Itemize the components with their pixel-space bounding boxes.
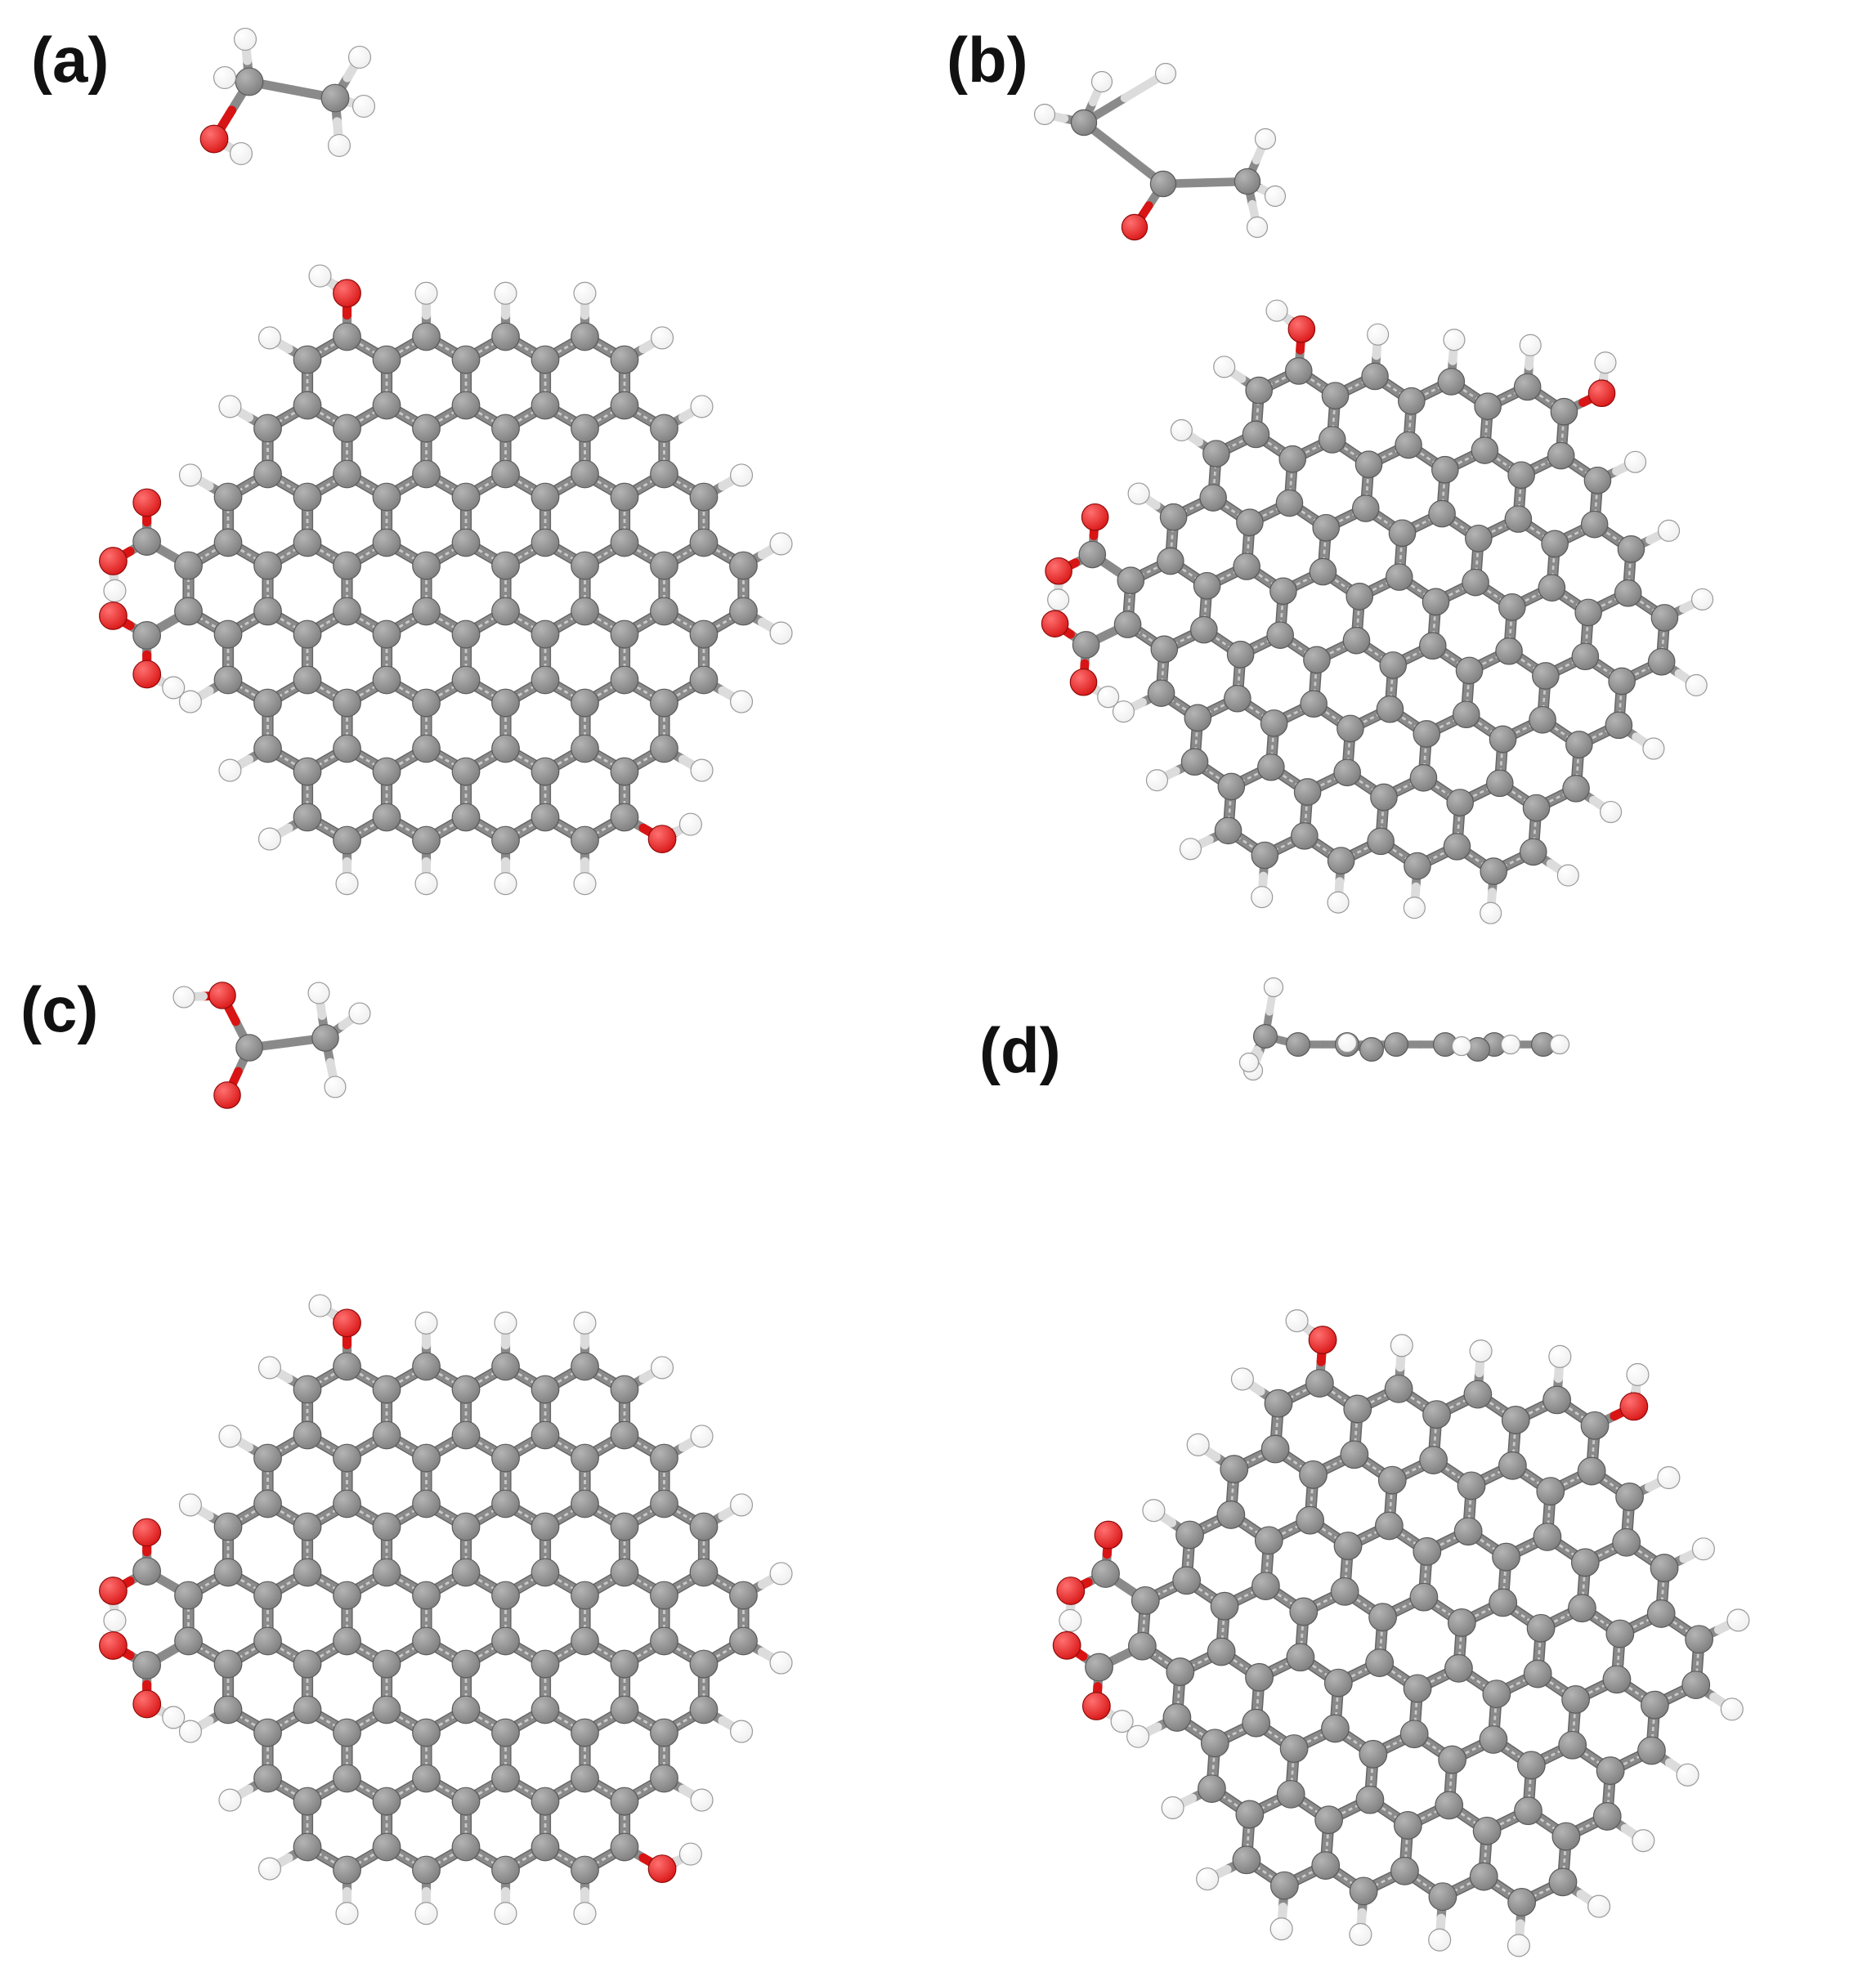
panel-label-d: (d) xyxy=(979,1014,1061,1086)
panel-c: (c) xyxy=(0,948,938,1968)
panel-label-a: (a) xyxy=(31,24,110,96)
panel-label-b: (b) xyxy=(947,24,1028,96)
molecule-view-c xyxy=(99,982,793,1926)
panel-label-c: (c) xyxy=(20,973,99,1045)
molecule-view-a xyxy=(99,27,793,896)
molecule-view-b xyxy=(1033,62,1714,924)
panel-d: (d) xyxy=(938,948,1876,1968)
panel-b: (b) xyxy=(938,0,1876,948)
molecule-view-d xyxy=(1052,977,1750,1957)
panel-a: (a) xyxy=(0,0,938,948)
